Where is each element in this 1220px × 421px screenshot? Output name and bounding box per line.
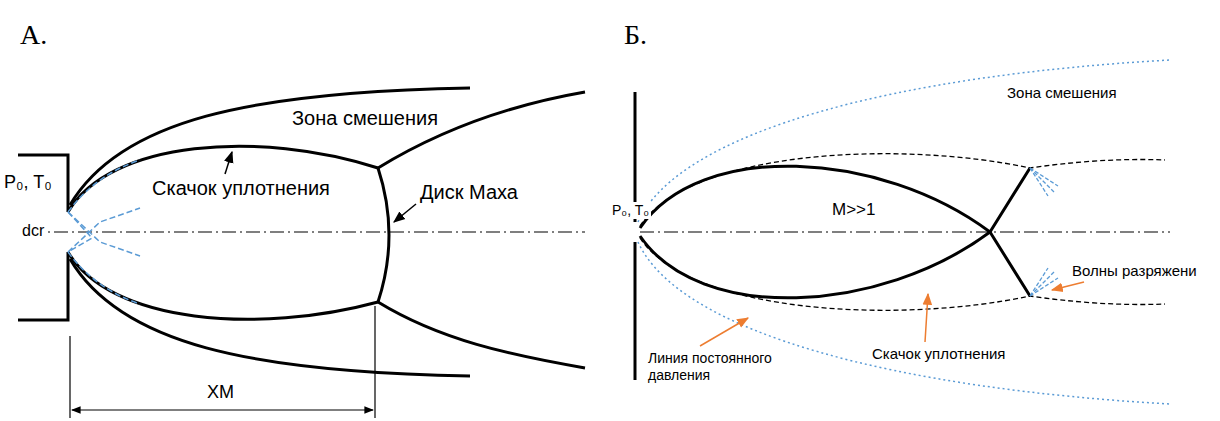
expansion-wave-label: Волны разряжени [1070, 262, 1199, 280]
mixing-boundary [638, 60, 1170, 222]
nozzle-wall [18, 252, 68, 320]
leader-arrow [225, 152, 232, 174]
panel-a-jet [18, 88, 585, 418]
shock [640, 168, 1030, 298]
mach-disk-label: Диск Маха [418, 180, 520, 204]
leader-arrow [700, 282, 1084, 346]
wall [634, 242, 637, 380]
diameter-label: dcr [20, 221, 46, 240]
stagnation-label: P₀, T₀ [610, 202, 651, 219]
shock-label: Скачок уплотнения [870, 345, 1007, 363]
mach-disk [378, 168, 389, 302]
dimension-arrow [72, 409, 373, 410]
axis-line [30, 231, 585, 232]
dimension-label: XM [205, 382, 236, 404]
mixing-zone-label: Зона смешения [1005, 84, 1119, 102]
barrel-shock [68, 252, 378, 319]
leader-arrow [394, 204, 416, 222]
reflected-shock [378, 92, 585, 168]
panel-letter: А. [18, 18, 49, 52]
expansion-fan [68, 160, 140, 304]
shock [640, 166, 1030, 296]
stagnation-label: P₀, T₀ [2, 172, 54, 194]
reflected-shock [378, 302, 585, 368]
axis-line [640, 231, 1170, 232]
dimension-extension [374, 306, 375, 418]
expansion-fan [1030, 168, 1058, 296]
mixing-zone-label: Зона смешения [290, 106, 440, 130]
constant-pressure-line [640, 154, 1165, 226]
dimension-extension [69, 336, 70, 418]
constant-pressure-label: Линия постоянного давления [646, 350, 800, 384]
mach-number-label: M>>1 [830, 200, 877, 220]
panel-b-jet [635, 60, 1170, 404]
shock-label: Скачок уплотнения [150, 176, 332, 200]
barrel-shock [68, 146, 378, 212]
panel-letter: Б. [622, 18, 649, 52]
